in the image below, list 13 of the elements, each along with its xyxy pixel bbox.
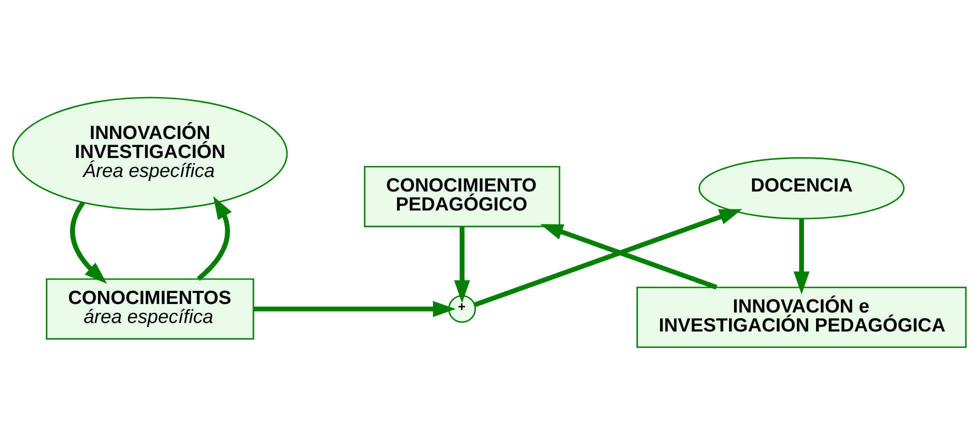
- node-box: CONOCIMIENTO PEDAGÓGICO: [364, 166, 560, 227]
- node-box: CONOCIMIENTOS área específica: [46, 278, 254, 340]
- arrow: [794, 218, 810, 294]
- node-box: INNOVACIÓN e INVESTIGACIÓN PEDAGÓGICA: [636, 286, 967, 348]
- node-circle: +: [448, 294, 476, 322]
- node-ellipse: INNOVACIÓN INVESTIGACIÓN Área específica: [12, 96, 288, 210]
- arrow: [70, 200, 108, 284]
- node-ellipse: DOCENCIA: [698, 156, 905, 219]
- arrow: [196, 196, 232, 280]
- arrow: [454, 226, 470, 303]
- arrow: [253, 300, 456, 316]
- arrow: [474, 208, 742, 307]
- arrow: [540, 224, 718, 290]
